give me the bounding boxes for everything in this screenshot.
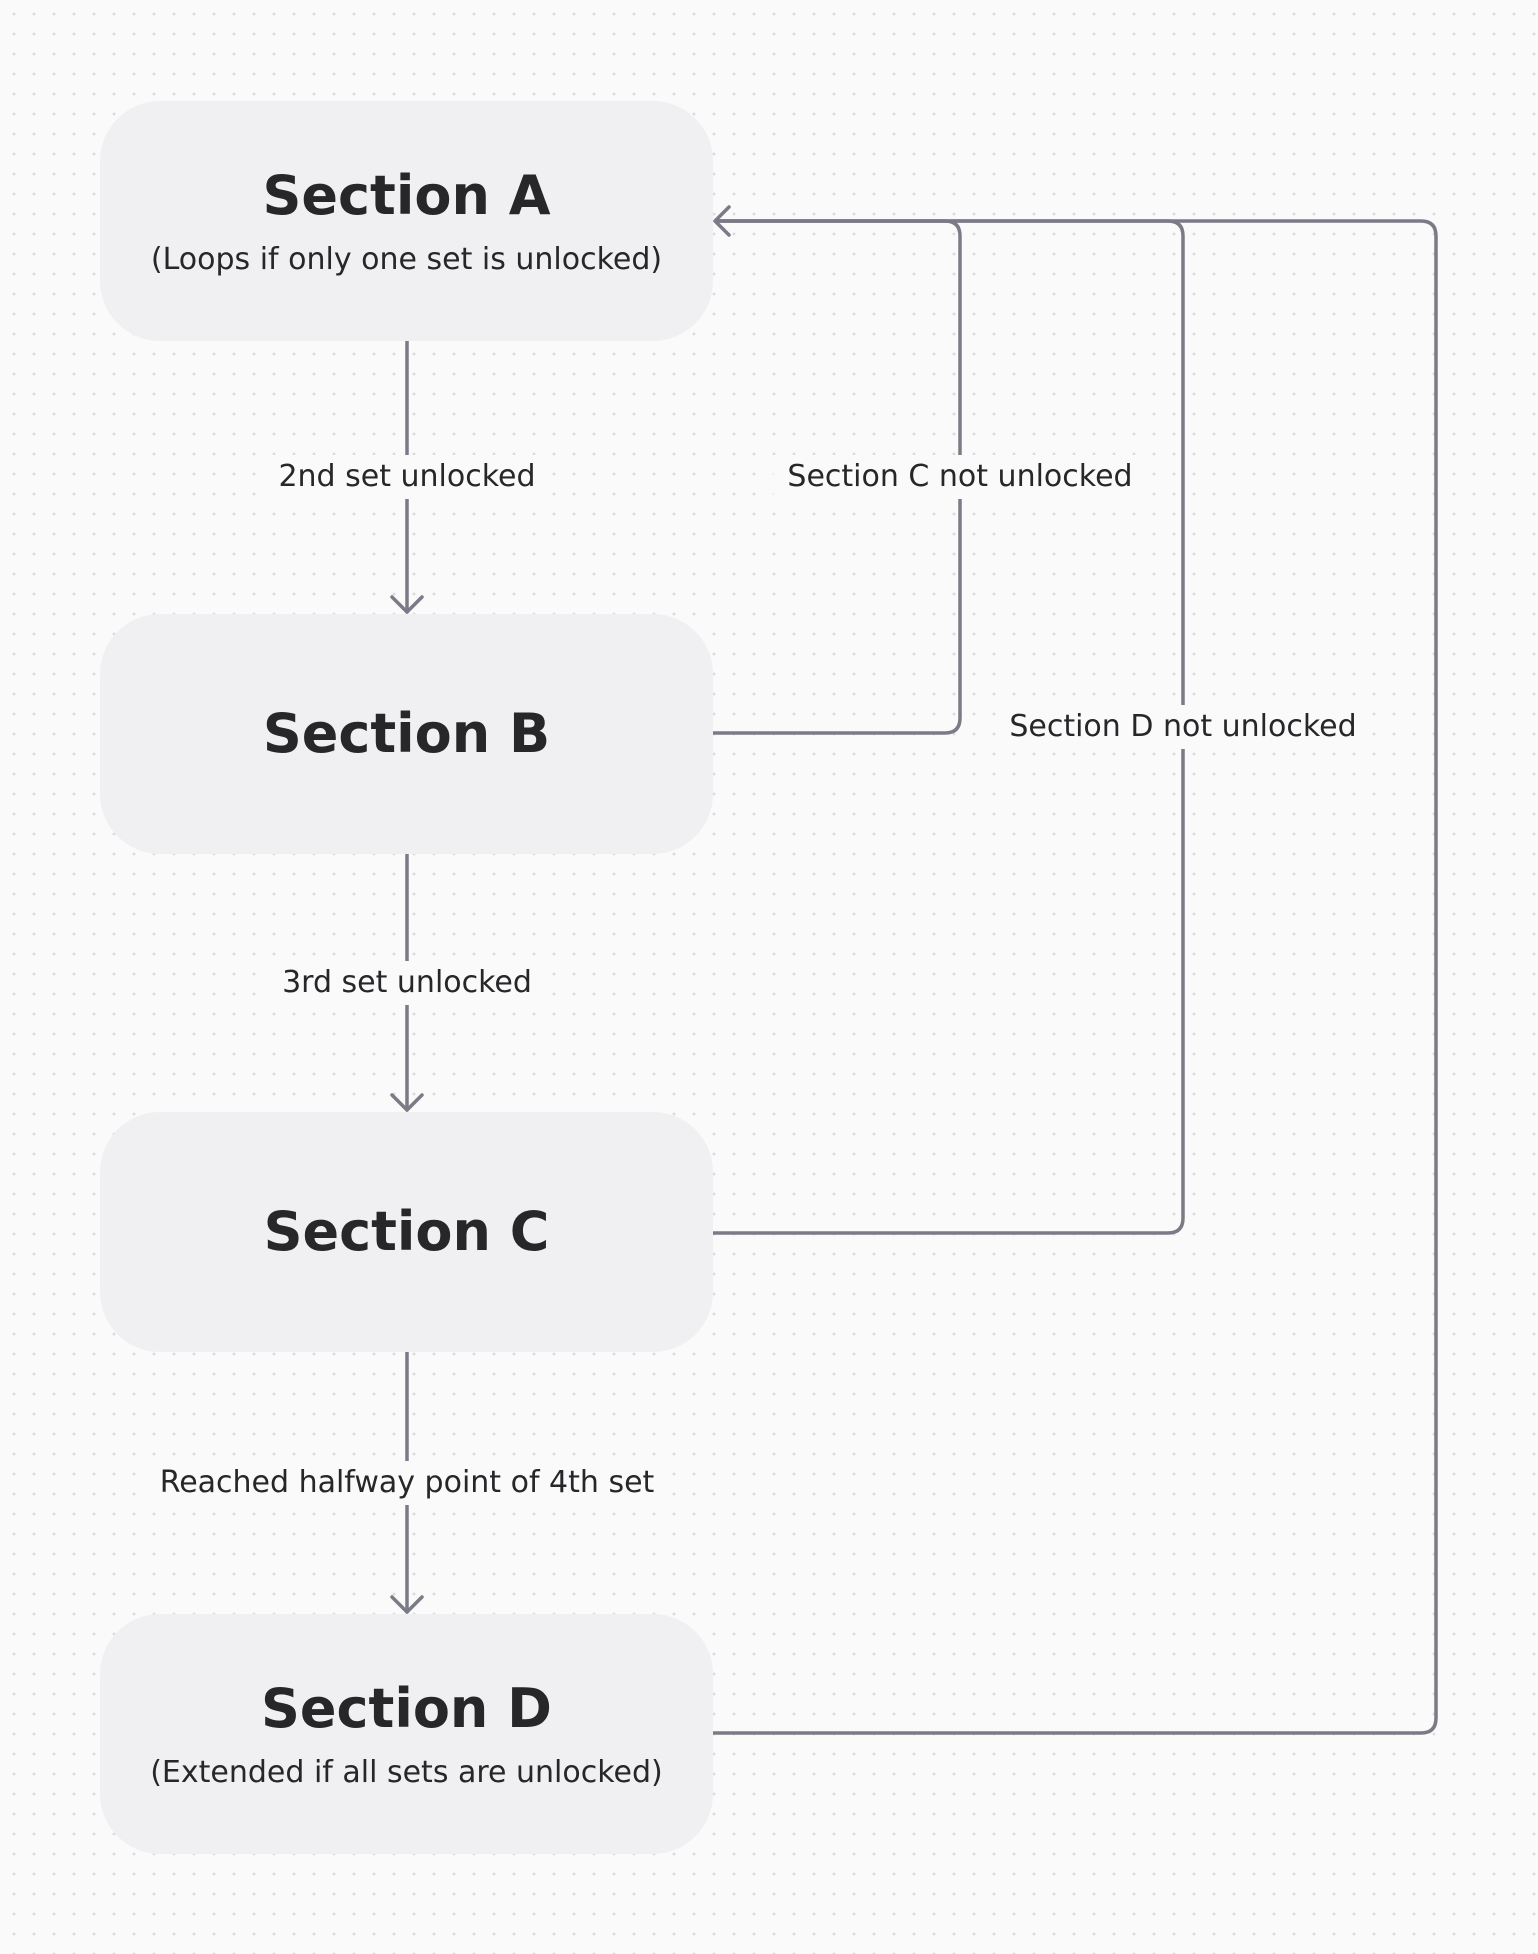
edge-label-b-to-c: 3rd set unlocked [268,961,546,1005]
arrowhead-d [390,1595,424,1614]
node-section-c: Section C [100,1112,713,1352]
connector-d-to-a [711,219,1438,1735]
edge-label-b-to-a: Section C not unlocked [773,455,1147,499]
node-section-a-subtitle: (Loops if only one set is unlocked) [150,241,663,277]
node-section-b: Section B [100,614,713,854]
node-section-a: Section A (Loops if only one set is unlo… [100,101,713,341]
edge-label-c-to-a: Section D not unlocked [995,705,1371,749]
node-section-d-title: Section D [260,1677,552,1741]
arrowhead-c [390,1093,424,1112]
node-section-c-title: Section C [263,1199,550,1263]
node-section-b-title: Section B [262,701,551,765]
node-section-d: Section D (Extended if all sets are unlo… [100,1614,713,1854]
edge-label-c-to-d: Reached halfway point of 4th set [145,1461,669,1505]
arrowhead-a [713,205,731,237]
node-section-a-title: Section A [262,164,551,228]
node-section-d-subtitle: (Extended if all sets are unlocked) [150,1754,663,1790]
arrowhead-b [390,595,424,614]
edge-label-a-to-b: 2nd set unlocked [264,455,550,499]
